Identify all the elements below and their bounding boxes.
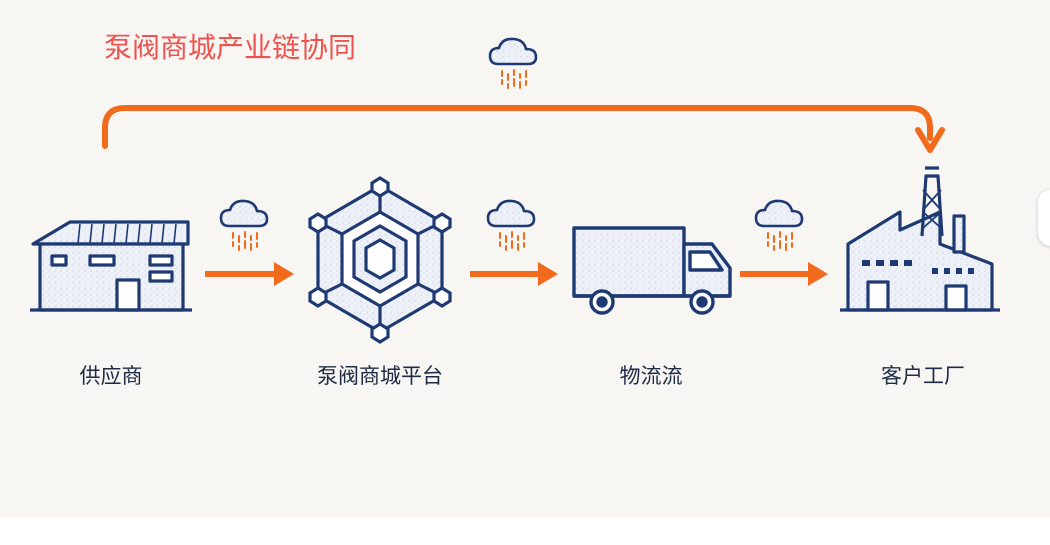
cloud-data-icon (488, 37, 538, 89)
factory-icon (840, 166, 1000, 312)
side-handle[interactable] (1038, 190, 1050, 246)
node-label-factory: 客户工厂 (881, 364, 965, 388)
cloud-data-icon (486, 199, 536, 251)
bottom-band (0, 517, 1050, 545)
edge-logistics-to-factory (740, 262, 828, 286)
edge-supplier-to-platform (205, 262, 294, 286)
edge-supplier-to-factory (102, 105, 945, 153)
cloud-data-icon (219, 199, 269, 251)
edge-platform-to-logistics (470, 262, 558, 286)
diagram-title: 泵阀商城产业链协同 (104, 31, 357, 64)
node-label-supplier: 供应商 (79, 364, 143, 388)
node-label-logistics: 物流流 (619, 364, 683, 388)
node-label-platform: 泵阀商城平台 (317, 364, 443, 388)
network-hexagon-icon (308, 176, 452, 344)
cloud-data-icon (754, 199, 804, 251)
warehouse-icon (30, 220, 192, 312)
truck-icon (572, 226, 732, 315)
